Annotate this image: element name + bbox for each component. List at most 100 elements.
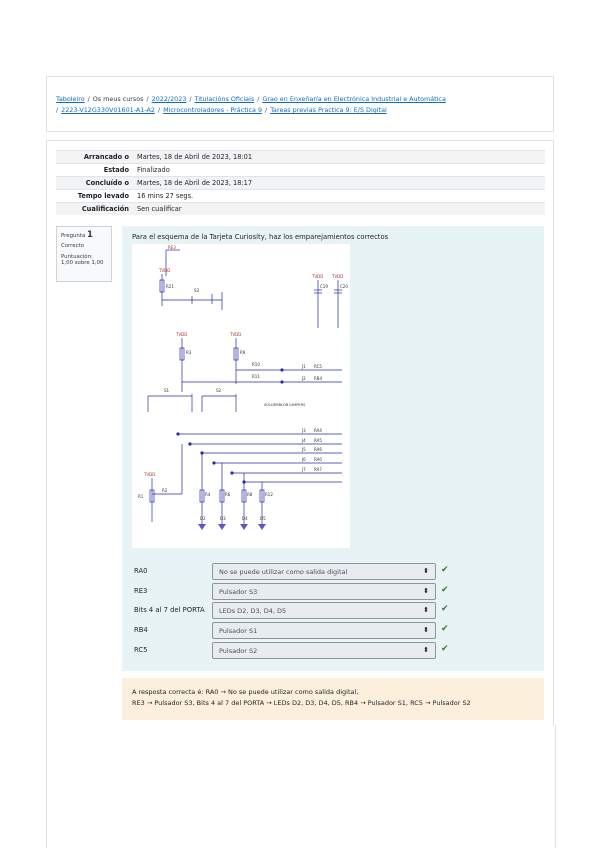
summary-label: Estado <box>56 163 133 177</box>
label-r6: R6 <box>225 492 231 497</box>
breadcrumb-separator: / <box>189 95 192 103</box>
label-d4: D4 <box>242 516 248 521</box>
breadcrumb-item[interactable]: Grao en Enxeñaría en Electrónica Industr… <box>262 95 446 103</box>
breadcrumb-separator: / <box>157 106 161 114</box>
summary-label: Cualificación <box>56 202 133 215</box>
label-s1: S1 <box>164 388 170 393</box>
question-info: Pregunta 1 Correcto Puntuación: 1,00 sob… <box>56 226 112 282</box>
summary-value: Finalizado <box>133 163 545 177</box>
question-number: 1 <box>86 230 93 240</box>
label-r21: R21 <box>166 284 174 289</box>
label-s2: S2 <box>216 388 222 393</box>
label-r8: R8 <box>247 492 253 497</box>
schematic-wires <box>147 249 342 524</box>
label-r12: R12 <box>265 492 273 497</box>
label-s3: S3 <box>194 288 200 293</box>
pin-ra6: RA6 <box>314 447 322 452</box>
match-label: RA0 <box>134 567 148 575</box>
summary-value: 16 mins 27 segs. <box>133 189 545 203</box>
curiosity-schematic-image: RE3 TVDD TVDD TVDD TVDD TVDD TVDD R21 S3… <box>132 244 350 548</box>
select-arrow-icon: ⬍ <box>423 626 429 634</box>
match-label: RB4 <box>134 626 148 634</box>
select-arrow-icon: ⬍ <box>423 587 429 595</box>
match-selected-value: Pulsador S3 <box>219 588 258 596</box>
breadcrumb-item[interactable]: 2223-V12G330V01601-A1-A2 <box>61 106 155 114</box>
pin-ra5: RA5 <box>314 438 322 443</box>
label-j4: J4 <box>301 438 306 443</box>
breadcrumb-item[interactable]: Tareas previas Practica 9: E/S Digital <box>270 106 387 114</box>
schematic-svg: RE3 TVDD TVDD TVDD TVDD TVDD TVDD R21 S3… <box>138 245 348 530</box>
label-c19: C19 <box>320 284 328 289</box>
breadcrumb-item: Os meus cursos <box>92 95 144 103</box>
label-j3: J3 <box>301 428 306 433</box>
match-selected-value: No se puede utilizar como salida digital <box>219 568 348 576</box>
match-label: RE3 <box>134 587 148 595</box>
pin-rb4: RB4 <box>314 376 323 381</box>
breadcrumb-item[interactable]: Taboleiro <box>56 95 85 103</box>
match-row: RC5 Pulsador S2⬍ ✔ <box>132 642 452 660</box>
schematic-junctions <box>176 368 284 484</box>
breadcrumb-card <box>46 76 554 132</box>
pin-ra7: RA7 <box>314 467 322 472</box>
label-tvdd-6: TVDD <box>143 472 155 477</box>
pin-rc5: RC5 <box>314 364 322 369</box>
correct-check-icon: ✔ <box>441 644 449 654</box>
label-re3: RE3 <box>168 245 176 250</box>
match-select[interactable]: LEDs D2, D3, D4, D5 ⬍ <box>212 602 436 619</box>
label-d5: D5 <box>260 516 266 521</box>
breadcrumb-line-1: Taboleiro/Os meus cursos/2022/2023/Titul… <box>56 94 446 104</box>
label-r11: R11 <box>252 374 260 379</box>
match-label: RC5 <box>134 646 148 654</box>
label-j5: J5 <box>301 447 306 452</box>
match-select[interactable]: Pulsador S3 ⬍ <box>212 583 436 600</box>
feedback-line-2: RE3 → Pulsador S3, Bits 4 al 7 del PORTA… <box>132 699 471 707</box>
match-selected-value: Pulsador S1 <box>219 627 258 635</box>
breadcrumb-item[interactable]: Microcontroladores - Práctica 9 <box>163 106 263 114</box>
label-tvdd-1: TVDD <box>158 268 170 273</box>
select-arrow-icon: ⬍ <box>423 606 429 614</box>
pin-ra4: RA4 <box>314 428 322 433</box>
correct-answer-feedback: A resposta correcta é: RA0 → No se puede… <box>122 678 544 720</box>
label-d3: D3 <box>220 516 226 521</box>
breadcrumb-separator: / <box>146 95 149 103</box>
label-j1: J1 <box>301 364 306 369</box>
summary-label: Concluído o <box>56 176 133 190</box>
question-label: Pregunta <box>61 233 86 239</box>
match-selected-value: Pulsador S2 <box>219 647 258 655</box>
match-select[interactable]: Pulsador S2⬍ <box>212 642 436 659</box>
pin-ra0: RA0 <box>314 457 322 462</box>
label-c20: C20 <box>340 284 348 289</box>
label-j6: J6 <box>301 457 306 462</box>
breadcrumb-item[interactable]: Titulacións Oficiais <box>194 95 255 103</box>
label-r4: R4 <box>205 492 211 497</box>
summary-value: Martes, 18 de Abril de 2023, 18:17 <box>133 176 545 190</box>
label-j7: J7 <box>301 467 306 472</box>
question-grade-label: Puntuación <box>61 254 91 260</box>
match-selected-value: LEDs D2, D3, D4, D5 <box>219 607 287 615</box>
correct-check-icon: ✔ <box>441 585 449 595</box>
breadcrumb-item[interactable]: 2022/2023 <box>151 95 187 103</box>
breadcrumb-separator: / <box>265 106 268 114</box>
feedback-line-1: A resposta correcta é: RA0 → No se puede… <box>132 688 359 696</box>
correct-check-icon: ✔ <box>441 604 449 614</box>
match-select[interactable]: No se puede utilizar como salida digital… <box>212 563 436 580</box>
label-r1: R1 <box>138 494 144 499</box>
summary-label: Arrancado o <box>56 150 133 164</box>
label-r3: R3 <box>186 350 192 355</box>
breadcrumb-separator: / <box>87 95 90 103</box>
match-row: RA0 No se puede utilizar como salida digi… <box>132 563 452 581</box>
label-r2: R2 <box>162 488 168 493</box>
match-select[interactable]: Pulsador S1 ⬍ <box>212 622 436 639</box>
label-j2: J2 <box>301 376 306 381</box>
label-d2: D2 <box>200 516 206 521</box>
label-solderblob: SOLDERBLOB JUMPERS <box>264 403 306 407</box>
label-tvdd-5: TVDD <box>229 332 241 337</box>
question-state: Correcto <box>61 243 84 249</box>
